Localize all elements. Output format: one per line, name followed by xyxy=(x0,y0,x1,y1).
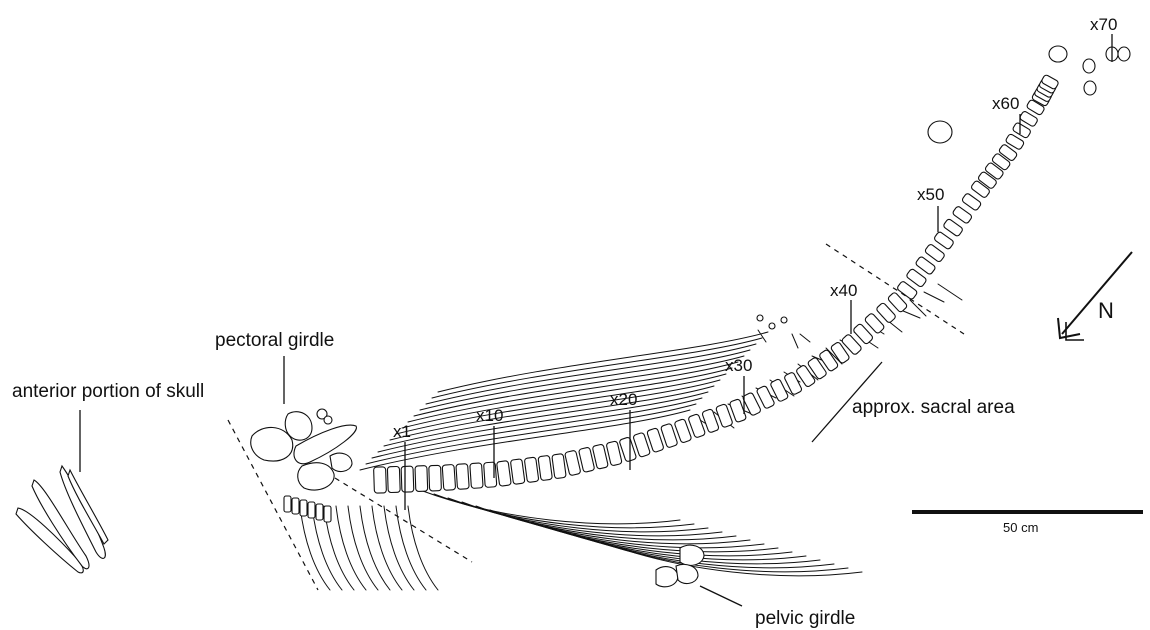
leader-pelvic xyxy=(700,586,742,606)
vertebra xyxy=(606,441,622,466)
vertebra xyxy=(510,459,525,485)
neck-vertebra xyxy=(292,498,299,514)
vertebra xyxy=(484,462,497,487)
pectoral-girdle-bones xyxy=(251,409,357,490)
rib xyxy=(938,284,962,300)
vertebra xyxy=(578,447,594,472)
vertebra-label-x30: x30 xyxy=(725,356,752,375)
vertebra xyxy=(961,193,982,212)
neck-vertebra xyxy=(324,506,331,522)
vertebra xyxy=(933,231,954,250)
vertebra xyxy=(565,450,581,476)
vertebra xyxy=(538,455,552,480)
vertebra-label-x10: x10 xyxy=(476,406,503,425)
north-label: N xyxy=(1098,298,1114,323)
vertebra-label-x50: x50 xyxy=(917,185,944,204)
vertebra xyxy=(552,454,566,479)
scale-label: 50 cm xyxy=(1003,520,1038,535)
label-anterior-skull: anterior portion of skull xyxy=(12,381,204,402)
vertebra xyxy=(497,461,512,487)
vertebra-label-x20: x20 xyxy=(610,390,637,409)
rib xyxy=(396,506,426,590)
vertebra xyxy=(470,463,483,489)
vertebra xyxy=(374,467,387,493)
neck-vertebra xyxy=(284,496,291,512)
neck-vertebra xyxy=(308,502,315,518)
neck-vertebra xyxy=(316,504,323,520)
rib xyxy=(910,300,926,316)
vertebra xyxy=(415,466,428,492)
vertebra xyxy=(524,457,539,483)
vertebra-label-x1: x1 xyxy=(393,422,411,441)
skull-fragments xyxy=(16,466,108,573)
pelvic-girdle-bones xyxy=(656,545,704,587)
vertebra xyxy=(442,464,455,490)
vertebra xyxy=(456,464,469,490)
vertebra xyxy=(429,465,442,491)
rib xyxy=(408,506,438,590)
vertebra xyxy=(592,444,608,469)
vertebra-label-x60: x60 xyxy=(992,94,1019,113)
rib xyxy=(420,490,680,524)
north-arrow-icon: N xyxy=(1058,252,1132,340)
vertebra-label-x70: x70 xyxy=(1090,15,1117,34)
vertebra xyxy=(943,218,964,237)
label-pelvic-girdle: pelvic girdle xyxy=(755,608,855,629)
label-sacral-area: approx. sacral area xyxy=(852,397,1015,418)
vertebra xyxy=(401,466,414,492)
neck-vertebra xyxy=(300,500,307,516)
rib xyxy=(924,292,944,302)
vertebra xyxy=(952,206,973,225)
scale-bar: 50 cm xyxy=(912,512,1143,535)
vertebra xyxy=(387,466,400,492)
vertebra-label-x40: x40 xyxy=(830,281,857,300)
label-pectoral-girdle: pectoral girdle xyxy=(215,330,334,351)
vertebra xyxy=(924,243,945,262)
